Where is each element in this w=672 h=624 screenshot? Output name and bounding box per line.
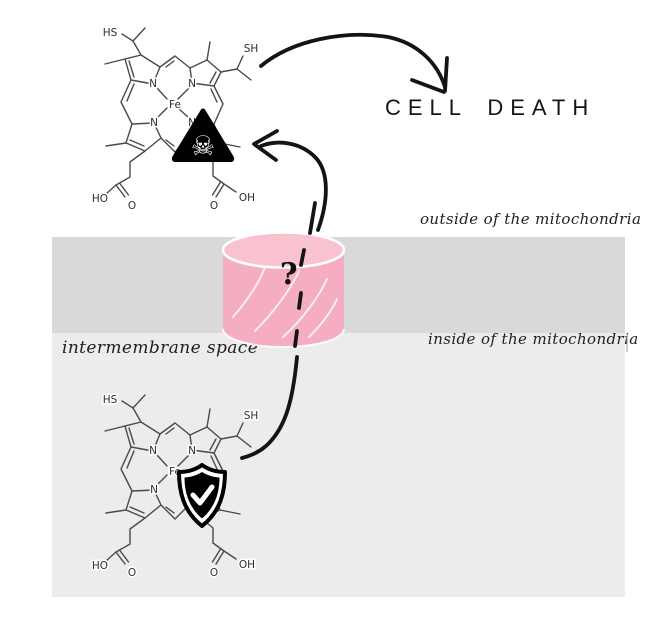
- inside-mitochondria-label: inside of the mitochondria: [428, 330, 639, 348]
- arrow-to-cell-death-head: [410, 56, 449, 94]
- arrow-channel-to-heme: [259, 140, 328, 232]
- check-mark: [190, 484, 215, 506]
- arrow-to-cell-death: [259, 33, 447, 89]
- skull-crossbones-icon: ☠: [191, 131, 215, 162]
- warning-triangle: [171, 108, 235, 162]
- unknown-channel-cylinder: [221, 231, 346, 349]
- outside-mitochondria-label: outside of the mitochondria: [420, 210, 642, 228]
- intermembrane-space-label: intermembrane space: [62, 338, 259, 358]
- inside-mitochondria-region: [52, 333, 625, 597]
- shield-fill: [184, 472, 220, 519]
- shield-check-icon: [177, 463, 227, 528]
- channel-question-mark: ?: [280, 257, 298, 292]
- cylinder-highlights: [232, 266, 338, 338]
- toxic-warning-icon: ☠: [171, 108, 235, 162]
- cylinder-top-face: [221, 231, 346, 269]
- cylinder-bottom-rim: [222, 328, 345, 349]
- cell-death-label: CELL DEATH: [385, 95, 596, 120]
